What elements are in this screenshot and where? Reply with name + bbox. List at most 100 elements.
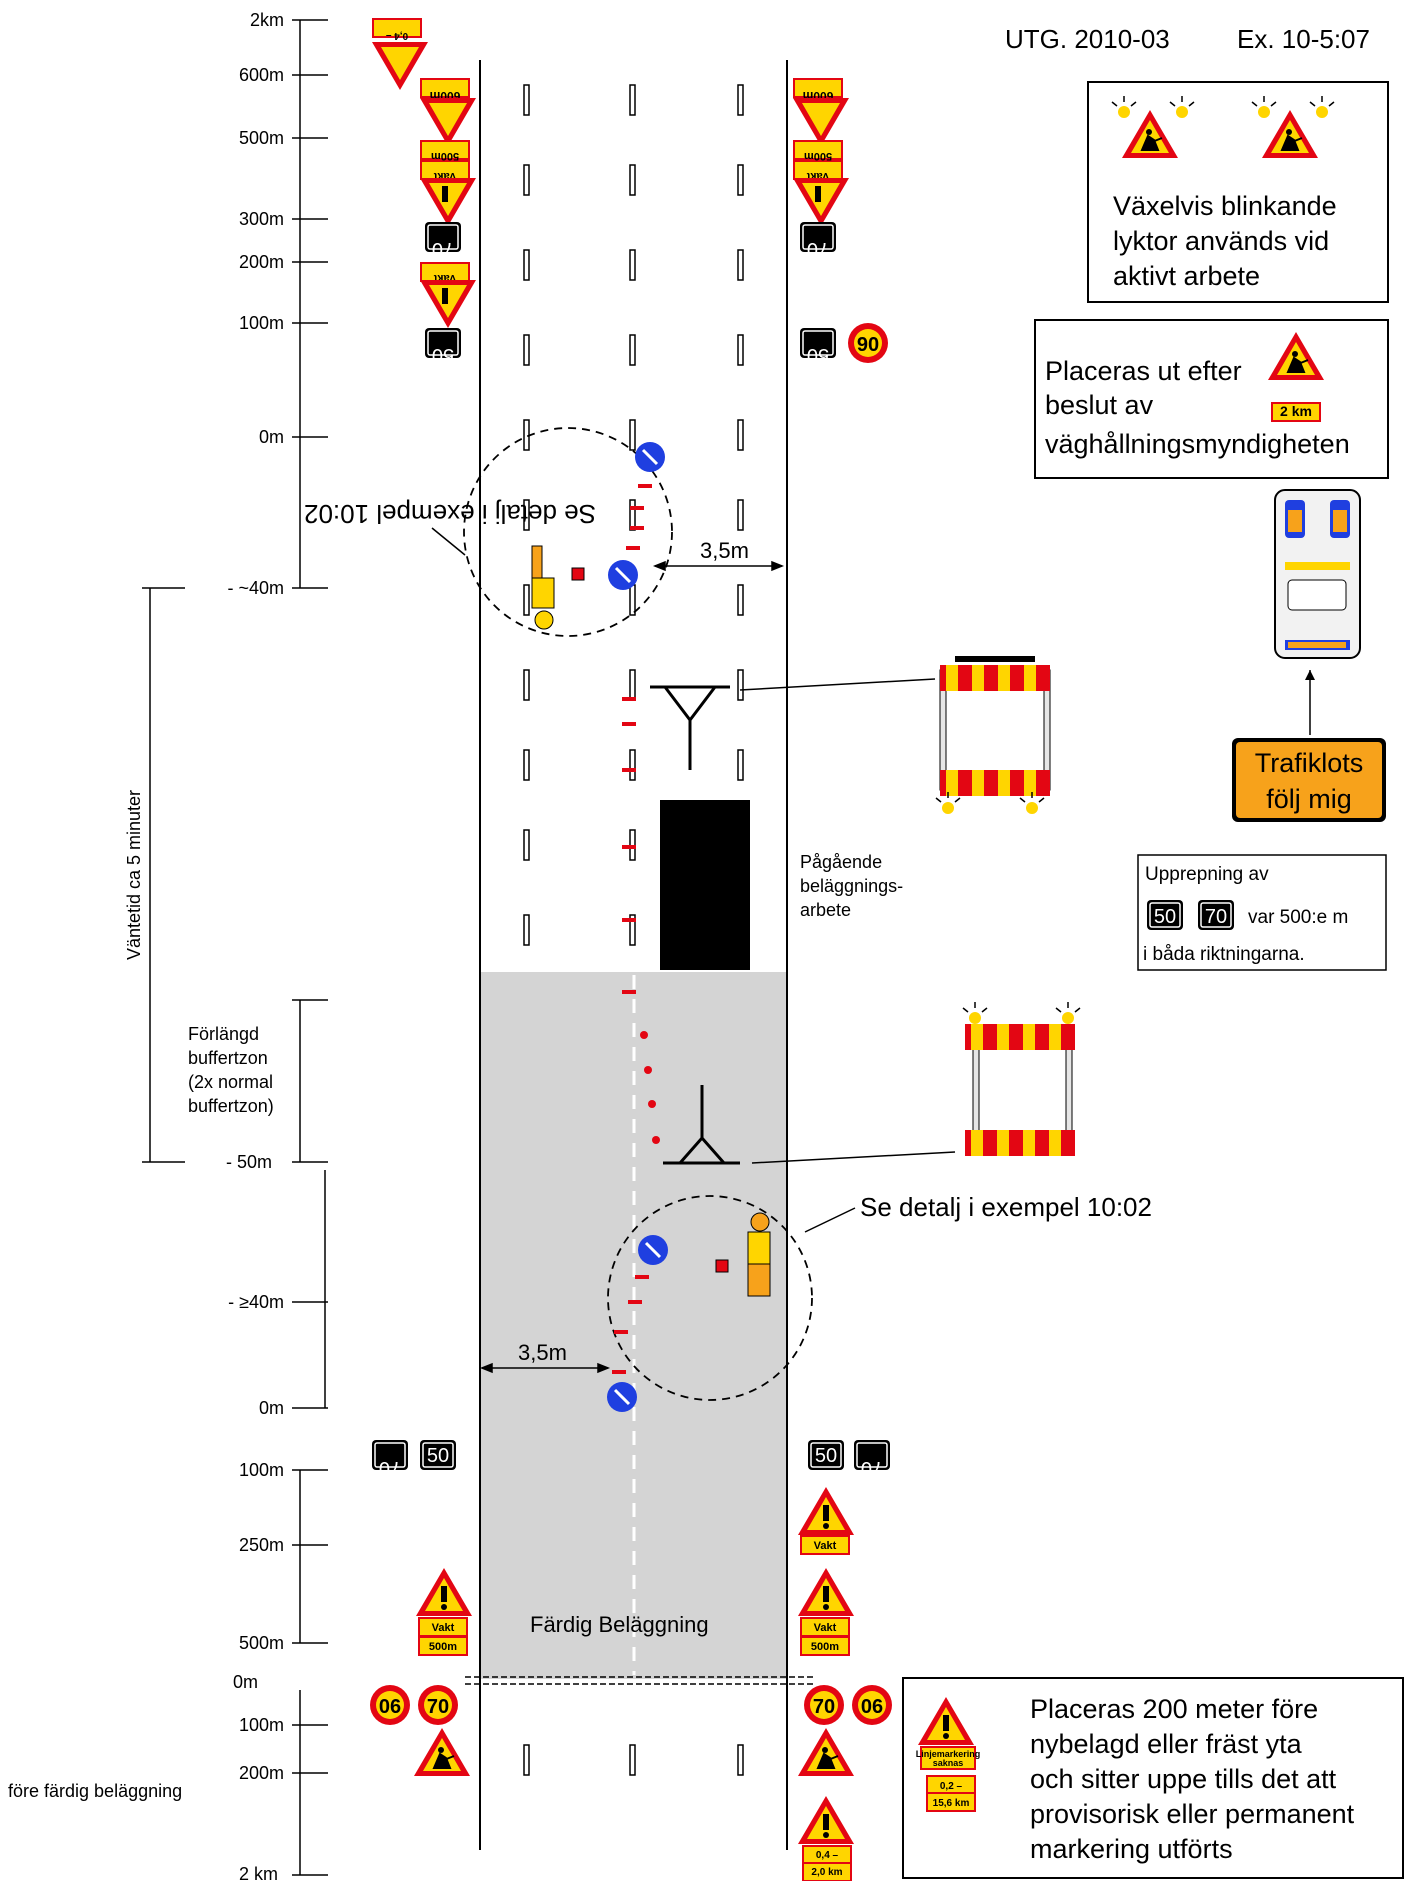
- note-box-blinking: Växelvis blinkande lyktor används vid ak…: [1087, 81, 1389, 303]
- svg-text:0,4 –: 0,4 –: [385, 30, 408, 41]
- svg-text:06: 06: [861, 1696, 883, 1718]
- svg-text:2 km: 2 km: [1280, 403, 1312, 419]
- svg-text:Trafiklots: Trafiklots: [1255, 748, 1364, 778]
- barrier-pointer-bottom: [751, 1151, 956, 1164]
- sign-50-right: 50: [799, 327, 837, 366]
- sign-50-70-right-bottom: 50 70: [807, 1439, 891, 1479]
- svg-text:500m: 500m: [811, 1641, 839, 1653]
- buffer-bracket: [292, 999, 328, 1163]
- scale-label: 500m: [239, 1633, 284, 1653]
- barrier-stand-top: [650, 685, 730, 770]
- road-work-sign-left: [413, 1727, 471, 1777]
- svg-text:70: 70: [813, 1696, 835, 1718]
- svg-text:Upprepning av: Upprepning av: [1145, 864, 1269, 885]
- detail-pointer-bottom: [804, 1207, 856, 1233]
- svg-text:Placeras 200 meter före: Placeras 200 meter före: [1030, 1694, 1318, 1724]
- example-label: Ex. 10-5:07: [1237, 24, 1370, 54]
- svg-text:aktivt arbete: aktivt arbete: [1113, 261, 1260, 291]
- cones-top: [626, 484, 652, 550]
- scale-axis-bottom: [292, 1170, 328, 1876]
- lane-width-arrow-top: [652, 560, 785, 572]
- scale-label: - ≥40m: [228, 1292, 284, 1312]
- svg-text:Vakt: Vakt: [814, 1622, 837, 1634]
- scale-label: 100m: [239, 1460, 284, 1480]
- scale-axis-top: [292, 19, 328, 589]
- svg-text:90: 90: [857, 334, 879, 356]
- scale-label: 200m: [239, 252, 284, 272]
- svg-text:var 500:e m: var 500:e m: [1248, 907, 1348, 928]
- svg-text:500m: 500m: [804, 150, 832, 162]
- sign-70-left: 70: [424, 221, 462, 260]
- detail-circle-bottom: [607, 1195, 813, 1401]
- note-box-placed-200: Linjemarkering saknas 0,2 – 15,6 km Plac…: [902, 1677, 1404, 1879]
- svg-text:följ mig: följ mig: [1266, 784, 1352, 814]
- road-work-sign-right: [797, 1727, 855, 1777]
- svg-text:70: 70: [432, 238, 454, 260]
- svg-text:Placeras ut efter: Placeras ut efter: [1045, 356, 1242, 386]
- svg-text:0,2 –: 0,2 –: [940, 1781, 963, 1792]
- sign-slippery-right: 0,4 – 2,0 km: [798, 1796, 854, 1881]
- svg-text:0,4 –: 0,4 –: [816, 1850, 839, 1861]
- svg-text:beläggnings-: beläggnings-: [800, 876, 903, 896]
- wait-time-label: Väntetid ca 5 minuter: [124, 790, 144, 960]
- svg-text:Vakt: Vakt: [814, 1540, 837, 1552]
- barrier-stand-bottom: [663, 1085, 740, 1165]
- svg-text:i båda riktningarna.: i båda riktningarna.: [1143, 944, 1305, 965]
- scale-labels-top: 2km 600m 500m 300m 200m 100m 0m - ~40m: [227, 10, 284, 598]
- barrier-illustration-top: [935, 656, 1051, 815]
- blue-sign: [605, 1380, 639, 1414]
- sign-vakt-right-bottom: Vakt: [798, 1487, 854, 1555]
- sign-50-left: 50: [424, 327, 462, 366]
- note-box-repeat: Upprepning av 50 70 var 500:e m i båda r…: [1137, 854, 1387, 971]
- buffer-zone-label: Förlängd buffertzon (2x normal buffertzo…: [188, 1024, 274, 1116]
- sign-vakt-500-left-bottom: Vakt 500m: [416, 1568, 472, 1656]
- scale-label: 100m: [239, 1715, 284, 1735]
- scale-label: 600m: [239, 65, 284, 85]
- scale-label: 0m: [259, 1398, 284, 1418]
- before-paving-label: före färdig beläggning: [8, 1781, 182, 1801]
- svg-text:70: 70: [861, 1457, 883, 1479]
- svg-text:beslut av: beslut av: [1045, 390, 1154, 420]
- sign-2km-work-left: 0,4 –: [372, 18, 428, 90]
- sign-vakt-500-left: 500m Vakt: [420, 140, 476, 226]
- lane-width-arrow-bottom: [479, 1362, 611, 1374]
- svg-text:Pågående: Pågående: [800, 852, 882, 872]
- detail-pointer-top: [431, 527, 466, 556]
- scale-label: 300m: [239, 209, 284, 229]
- svg-text:06: 06: [379, 1696, 401, 1718]
- scale-label: 250m: [239, 1535, 284, 1555]
- sign-90-right: 90: [848, 323, 888, 363]
- svg-text:väghållningsmyndigheten: väghållningsmyndigheten: [1045, 429, 1350, 459]
- svg-text:Linjemarkering: Linjemarkering: [916, 1749, 981, 1759]
- svg-text:70: 70: [427, 1696, 449, 1718]
- svg-text:buffertzon: buffertzon: [188, 1048, 268, 1068]
- blue-sign: [606, 558, 640, 592]
- svg-text:50: 50: [807, 344, 829, 366]
- sign-vakt-500-right: 500m Vakt: [793, 140, 849, 226]
- svg-text:70: 70: [1205, 906, 1227, 928]
- svg-text:arbete: arbete: [800, 900, 851, 920]
- sign-60-70-left-bottom: 06 70: [370, 1685, 458, 1725]
- svg-text:50: 50: [815, 1445, 837, 1467]
- svg-text:Vakt: Vakt: [432, 1622, 455, 1634]
- detail-ref-top: Se detalj i exempel 10:02: [304, 499, 596, 529]
- pilot-sign: Trafiklots följ mig: [1232, 738, 1386, 822]
- svg-text:500m: 500m: [431, 150, 459, 162]
- sign-vakt-600-left: 600m: [420, 78, 476, 146]
- utg-label: UTG. 2010-03: [1005, 24, 1170, 54]
- sign-vakt-500-right-bottom: Vakt 500m: [798, 1568, 854, 1656]
- svg-text:50: 50: [427, 1445, 449, 1467]
- wait-time-bracket: [142, 587, 185, 1163]
- scale-label: 0m: [259, 427, 284, 447]
- svg-text:och sitter uppe tills det att: och sitter uppe tills det att: [1030, 1764, 1337, 1794]
- svg-text:70: 70: [807, 238, 829, 260]
- cones-line: [622, 697, 660, 1144]
- svg-text:lyktor används vid: lyktor används vid: [1113, 226, 1329, 256]
- detail-circle-top: [463, 427, 673, 637]
- lane-width-label-bottom: 3,5m: [518, 1340, 567, 1365]
- svg-text:50: 50: [1154, 906, 1176, 928]
- svg-text:15,6 km: 15,6 km: [933, 1798, 970, 1809]
- scale-label: 200m: [239, 1763, 284, 1783]
- svg-text:markering utförts: markering utförts: [1030, 1834, 1233, 1864]
